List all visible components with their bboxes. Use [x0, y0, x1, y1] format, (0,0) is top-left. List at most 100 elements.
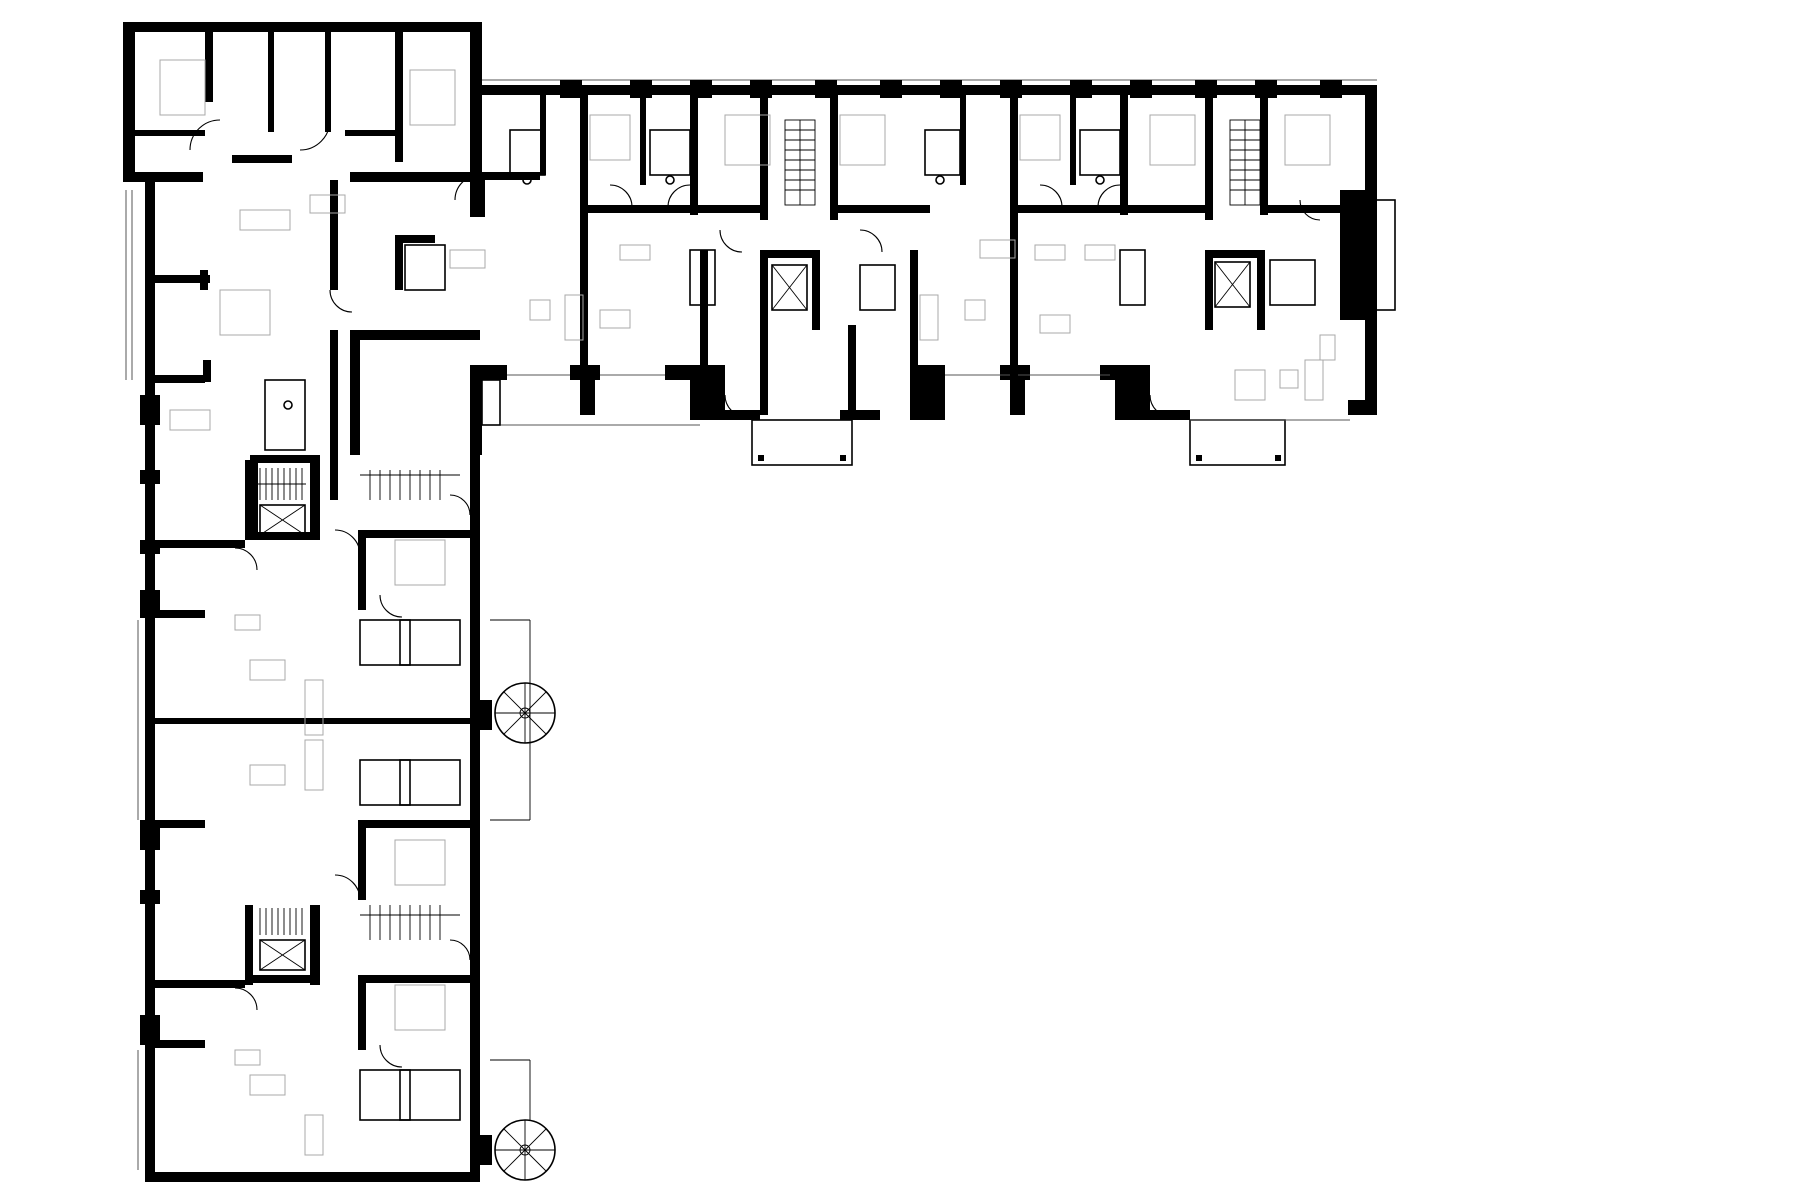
- bathroom: [399, 1069, 461, 1121]
- wall: [145, 1172, 480, 1182]
- door-swing: [234, 547, 258, 571]
- door-swing: [667, 184, 691, 208]
- coffee-table: [964, 299, 986, 321]
- bed: [219, 289, 271, 336]
- bed: [1019, 114, 1061, 161]
- dining-table: [169, 409, 211, 431]
- wall: [585, 375, 595, 415]
- wall: [690, 95, 698, 215]
- bathroom: [404, 244, 446, 291]
- porch-post: [1196, 455, 1202, 461]
- wall: [580, 95, 588, 415]
- dining-table: [449, 249, 486, 269]
- door-swing: [329, 289, 353, 313]
- door-swing: [234, 987, 258, 1011]
- wall: [155, 820, 205, 828]
- stair-core-wall: [245, 460, 253, 540]
- wall: [325, 22, 331, 132]
- wall: [358, 820, 470, 828]
- wall: [155, 1040, 205, 1048]
- wall: [140, 1015, 160, 1045]
- wall: [395, 235, 435, 243]
- bathroom: [859, 264, 896, 311]
- wall: [665, 365, 695, 380]
- dining-table: [1234, 369, 1266, 401]
- spiral-treads: [495, 1120, 555, 1180]
- wall: [698, 205, 768, 213]
- door-swing: [449, 939, 471, 961]
- elevator-cross: [259, 939, 306, 971]
- elevator-shaft: [1214, 261, 1251, 308]
- wall: [482, 85, 1377, 95]
- sofa: [239, 209, 291, 231]
- west-wing: [123, 22, 482, 1182]
- bathroom: [1079, 129, 1121, 176]
- elevator-cross: [259, 504, 306, 536]
- wall: [123, 22, 481, 32]
- wall: [358, 820, 366, 900]
- stair-treads: [1229, 119, 1261, 206]
- wall: [350, 330, 480, 340]
- bed: [394, 539, 446, 586]
- sofa: [919, 294, 939, 341]
- wall: [358, 530, 470, 538]
- north-wing: [283, 79, 1396, 466]
- bathroom: [924, 129, 961, 176]
- wc: [522, 175, 532, 185]
- wall: [1130, 80, 1152, 98]
- wall: [250, 455, 320, 463]
- wall: [470, 1135, 492, 1165]
- bed: [409, 69, 456, 126]
- stair-core-wall: [245, 905, 253, 985]
- wall: [1255, 80, 1277, 98]
- wall: [690, 80, 712, 98]
- entrance-porch: [1189, 419, 1286, 466]
- wall: [155, 718, 475, 724]
- bathroom: [399, 759, 461, 806]
- wall: [1070, 95, 1076, 185]
- stair-core-wall: [1257, 250, 1265, 330]
- wall: [848, 325, 856, 415]
- wall: [1120, 95, 1128, 215]
- wall: [700, 250, 708, 410]
- wc: [935, 175, 945, 185]
- wall: [815, 80, 837, 98]
- bathroom: [649, 129, 691, 176]
- desk: [1084, 244, 1116, 261]
- stair-core-wall: [1205, 250, 1265, 258]
- wall: [155, 980, 245, 988]
- wall: [358, 530, 366, 610]
- wing-junction: [395, 172, 501, 455]
- bathroom: [399, 619, 461, 666]
- wall: [135, 130, 205, 136]
- bed: [1284, 114, 1331, 166]
- bathroom: [1119, 249, 1146, 306]
- bathroom: [689, 249, 716, 306]
- wall: [640, 95, 646, 185]
- wall: [250, 455, 258, 540]
- bathroom: [509, 129, 546, 176]
- wall: [1070, 80, 1092, 98]
- bathroom: [359, 1069, 411, 1121]
- coffee-table: [234, 1049, 261, 1066]
- wall: [700, 410, 760, 420]
- spiral-stair: [470, 619, 556, 821]
- bed: [394, 984, 446, 1031]
- stair-core-wall: [760, 250, 768, 330]
- sofa: [249, 1074, 286, 1096]
- desk: [619, 244, 651, 261]
- sofa: [249, 764, 286, 786]
- wall: [470, 172, 485, 217]
- door-swing: [719, 229, 743, 253]
- dining-table: [309, 194, 346, 214]
- elevator-cross: [1214, 261, 1251, 308]
- coffee-table: [529, 299, 551, 321]
- wall: [140, 890, 160, 904]
- stair-core-wall: [1205, 250, 1213, 330]
- wall: [345, 130, 400, 136]
- sofa: [1304, 359, 1324, 401]
- door-swing: [334, 874, 361, 901]
- elevator-shaft: [259, 939, 306, 971]
- stair-core-wall: [760, 250, 820, 258]
- wall: [358, 975, 470, 983]
